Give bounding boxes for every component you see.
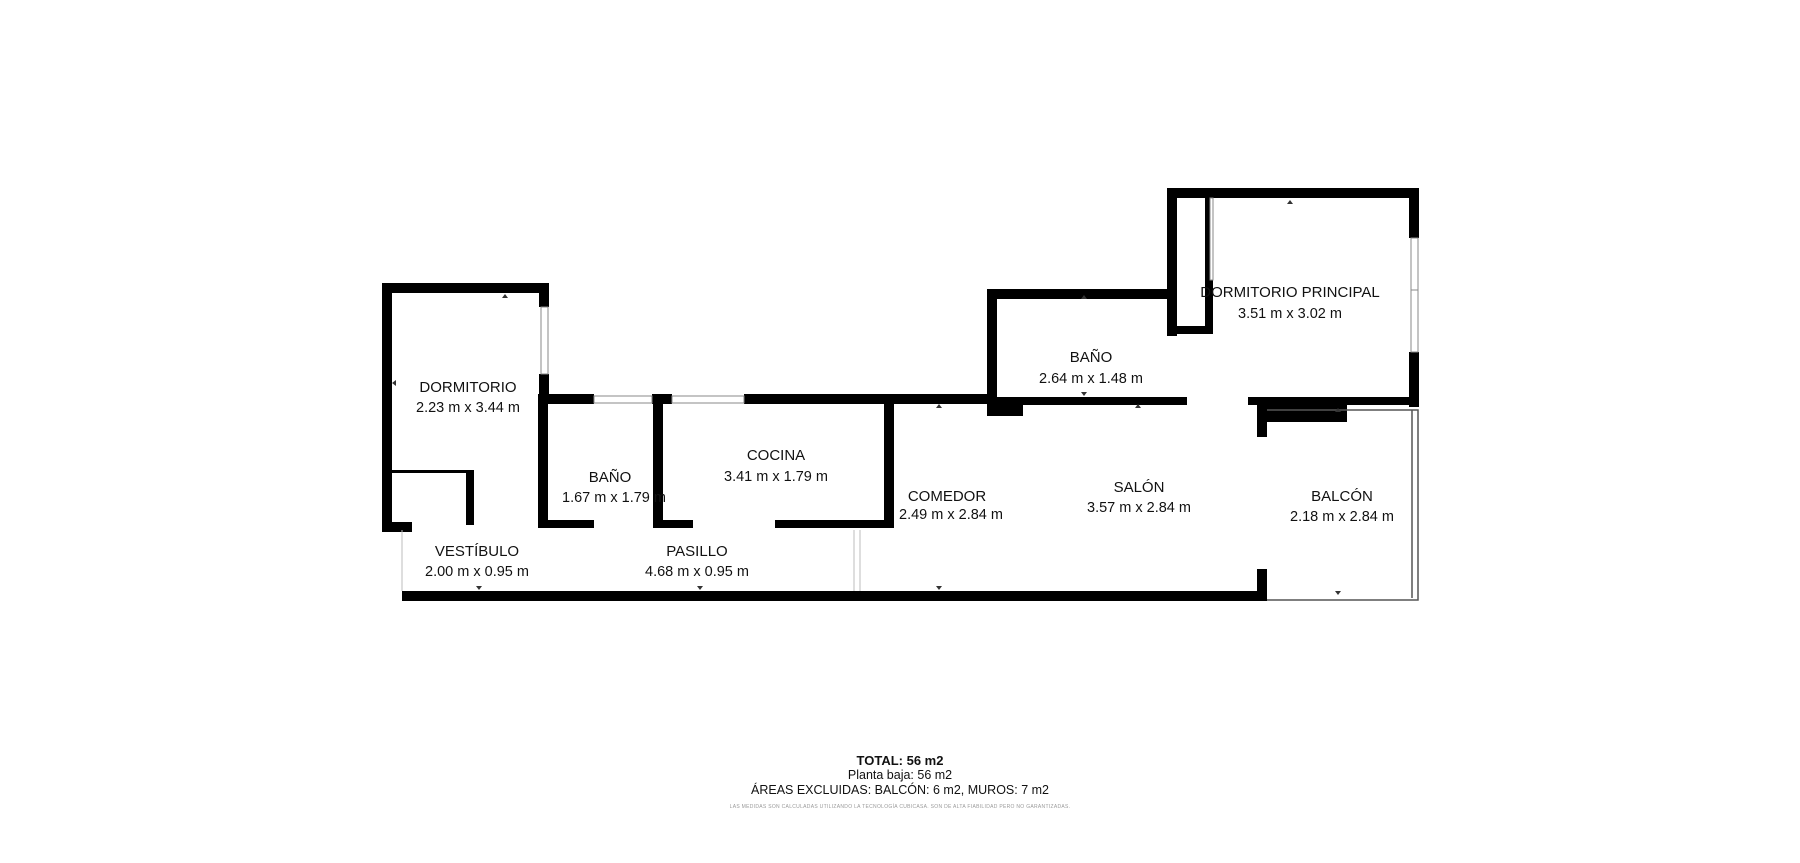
window [671, 395, 745, 404]
room-name: BAÑO [589, 469, 632, 486]
room-dimensions: 2.18 m x 2.84 m [1290, 509, 1394, 525]
room-dimensions: 2.64 m x 1.48 m [1039, 371, 1143, 387]
room-dimensions: 1.67 m x 1.79 m [562, 490, 666, 506]
wall [382, 283, 549, 293]
wall [1409, 188, 1419, 238]
wall [539, 283, 549, 307]
wall [744, 394, 989, 404]
room-name: COMEDOR [908, 488, 987, 505]
room-name: COCINA [747, 447, 805, 464]
wall [987, 397, 1187, 405]
wall [1167, 188, 1177, 336]
wall [1257, 569, 1267, 601]
window [1410, 289, 1419, 353]
measure-ticks [392, 200, 1341, 595]
room-dimensions: 3.41 m x 1.79 m [724, 469, 828, 485]
wall [382, 522, 412, 532]
wall [538, 396, 548, 528]
room-name: DORMITORIO [419, 379, 516, 396]
excluded-areas: ÁREAS EXCLUIDAS: BALCÓN: 6 m2, MUROS: 7 … [751, 783, 1049, 797]
wall [987, 289, 997, 412]
room-dimensions: 2.23 m x 3.44 m [416, 400, 520, 416]
room-dimensions: 4.68 m x 0.95 m [645, 564, 749, 580]
windows [540, 197, 1419, 404]
area-summary: TOTAL: 56 m2 Planta baja: 56 m2 ÁREAS EX… [0, 753, 1800, 810]
wall [538, 394, 594, 404]
room-name: VESTÍBULO [435, 543, 519, 560]
wall [392, 470, 472, 473]
floor-area: Planta baja: 56 m2 [847, 768, 953, 782]
wall [987, 289, 1172, 299]
window [593, 395, 653, 404]
room-dimensions: 2.00 m x 0.95 m [425, 564, 529, 580]
door-openings [401, 530, 861, 591]
room-name: SALÓN [1114, 479, 1165, 496]
total-area: TOTAL: 56 m2 [856, 753, 944, 768]
wall [1167, 188, 1419, 198]
room-dimensions: 3.57 m x 2.84 m [1087, 500, 1191, 516]
disclaimer: LAS MEDIDAS SON CALCULADAS UTILIZANDO LA… [729, 804, 1071, 810]
wall [653, 398, 663, 528]
wall [1257, 397, 1267, 437]
wall [884, 398, 894, 528]
room-name: PASILLO [666, 543, 727, 560]
wall [1167, 326, 1213, 334]
wall [402, 591, 1265, 601]
wall [653, 520, 693, 528]
window [1209, 197, 1214, 281]
wall [775, 520, 885, 528]
wall [1409, 352, 1419, 407]
wall [466, 470, 474, 525]
balcony-outline [1267, 409, 1419, 601]
wall [1205, 198, 1213, 332]
wall [538, 520, 594, 528]
room-dimensions: 2.49 m x 2.84 m [899, 507, 1003, 523]
room-dimensions: 3.51 m x 3.02 m [1238, 306, 1342, 322]
room-name: BALCÓN [1311, 488, 1373, 505]
room-name: BAÑO [1070, 349, 1113, 366]
wall [382, 283, 392, 532]
wall [539, 374, 549, 404]
window [540, 306, 549, 375]
room-name: DORMITORIO PRINCIPAL [1200, 284, 1379, 301]
